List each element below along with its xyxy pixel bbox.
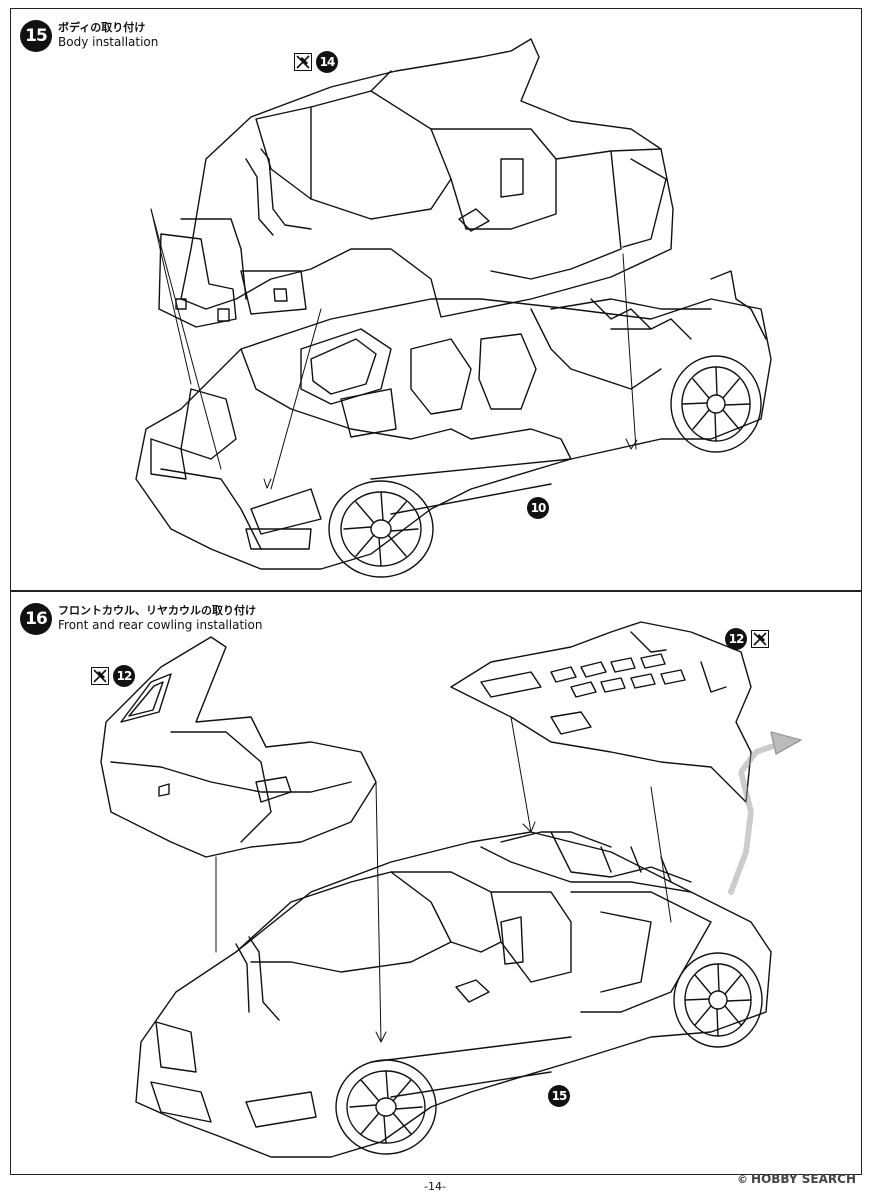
assembly-guide-lines	[215, 716, 672, 1043]
hobby-search-watermark: © HOBBY SEARCH	[737, 1172, 856, 1186]
callout-part-12-front: 12	[91, 665, 135, 687]
front-cowling	[100, 636, 377, 858]
step-16-header: 16 フロントカウル、リヤカウルの取り付け Front and rear cow…	[20, 603, 262, 635]
cowling-installation-illustration	[100, 621, 802, 1158]
part-badge-12: 12	[725, 628, 747, 650]
part-badge-12: 12	[113, 665, 135, 687]
part-badge-10: 10	[527, 497, 549, 519]
glue-icon	[751, 630, 769, 648]
assembled-car-body	[135, 831, 772, 1158]
step-title-jp: ボディの取り付け	[58, 21, 146, 34]
step-16-titles: フロントカウル、リヤカウルの取り付け Front and rear cowlin…	[58, 603, 262, 633]
callout-part-12-rear: 12	[725, 628, 769, 650]
part-badge-15: 15	[548, 1085, 570, 1107]
watermark-logo: HOBBY SEARCH	[751, 1172, 856, 1186]
step-title-jp: フロントカウル、リヤカウルの取り付け	[58, 604, 256, 617]
glue-icon	[91, 667, 109, 685]
step-15-panel: 15 ボディの取り付け Body installation	[10, 8, 862, 591]
callout-part-10: 10	[527, 497, 549, 519]
rear-cowling	[450, 621, 752, 803]
step-number-badge: 16	[20, 603, 52, 635]
body-installation-illustration	[135, 38, 772, 578]
part-badge-14: 14	[316, 51, 338, 73]
step-title-en: Front and rear cowling installation	[58, 618, 263, 632]
step-15-titles: ボディの取り付け Body installation	[58, 20, 158, 50]
lower-chassis	[135, 270, 772, 578]
glue-icon	[294, 53, 312, 71]
step-number-badge: 15	[20, 20, 52, 52]
step-16-panel: 16 フロントカウル、リヤカウルの取り付け Front and rear cow…	[10, 591, 862, 1175]
callout-part-14: 14	[294, 51, 338, 73]
page-number: -14-	[424, 1180, 446, 1193]
callout-part-15: 15	[548, 1085, 570, 1107]
upper-body-shell	[158, 38, 674, 328]
step-title-en: Body installation	[58, 35, 159, 49]
step-15-header: 15 ボディの取り付け Body installation	[20, 20, 158, 52]
motion-arrow	[728, 731, 802, 895]
copyright-icon: ©	[737, 1172, 749, 1186]
assembly-guide-lines	[150, 208, 638, 490]
